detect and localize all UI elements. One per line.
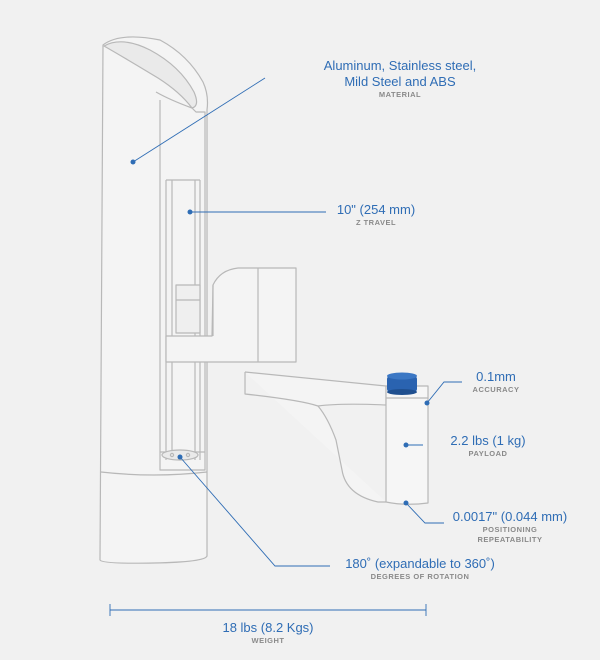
rotation-label: 180˚ (expandable to 360˚) DEGREES OF ROT… <box>330 556 510 582</box>
material-caption: MATERIAL <box>378 90 422 99</box>
material-label: Aluminum, Stainless steel, Mild Steel an… <box>300 58 500 100</box>
accuracy-caption: ACCURACY <box>472 385 520 394</box>
material-marker <box>130 159 136 165</box>
repeatability-marker <box>403 500 409 506</box>
end-effector-cap <box>387 372 417 395</box>
accuracy-leader <box>426 381 462 404</box>
accuracy-marker <box>424 400 430 406</box>
arm-mount <box>165 267 297 363</box>
base-ring <box>100 471 208 476</box>
z-carriage <box>175 284 201 334</box>
z-travel-label: 10" (254 mm) Z TRAVEL <box>316 202 436 228</box>
repeatability-caption-line1: POSITIONING <box>482 525 538 534</box>
material-value-line1: Aluminum, Stainless steel, <box>323 58 477 73</box>
repeatability-caption-line2: REPEATABILITY <box>477 535 543 544</box>
accuracy-value: 0.1mm <box>476 369 516 384</box>
column-channel <box>155 91 206 471</box>
weight-label: 18 lbs (8.2 Kgs) WEIGHT <box>198 620 338 646</box>
material-value-line2: Mild Steel and ABS <box>344 74 456 89</box>
column-outline <box>99 36 209 564</box>
repeatability-value: 0.0017" (0.044 mm) <box>452 509 568 524</box>
repeatability-label: 0.0017" (0.044 mm) POSITIONING REPEATABI… <box>440 509 580 545</box>
payload-value: 2.2 lbs (1 kg) <box>450 433 526 448</box>
material-leader <box>132 77 266 163</box>
rotation-value: 180˚ (expandable to 360˚) <box>345 556 495 571</box>
z-travel-caption: Z TRAVEL <box>355 218 397 227</box>
repeatability-leader <box>405 502 444 524</box>
z-travel-marker <box>187 209 193 215</box>
rotation-leader <box>179 456 330 567</box>
weight-value: 18 lbs (8.2 Kgs) <box>222 620 314 635</box>
column-top-opening <box>103 41 198 109</box>
horizontal-arm <box>244 371 387 503</box>
payload-marker <box>403 442 409 448</box>
accuracy-label: 0.1mm ACCURACY <box>456 369 536 395</box>
payload-label: 2.2 lbs (1 kg) PAYLOAD <box>428 433 548 459</box>
rotation-caption: DEGREES OF ROTATION <box>370 572 470 581</box>
payload-caption: PAYLOAD <box>468 449 508 458</box>
weight-caption: WEIGHT <box>251 636 285 645</box>
rotation-marker <box>177 454 183 460</box>
z-travel-value: 10" (254 mm) <box>336 202 416 217</box>
